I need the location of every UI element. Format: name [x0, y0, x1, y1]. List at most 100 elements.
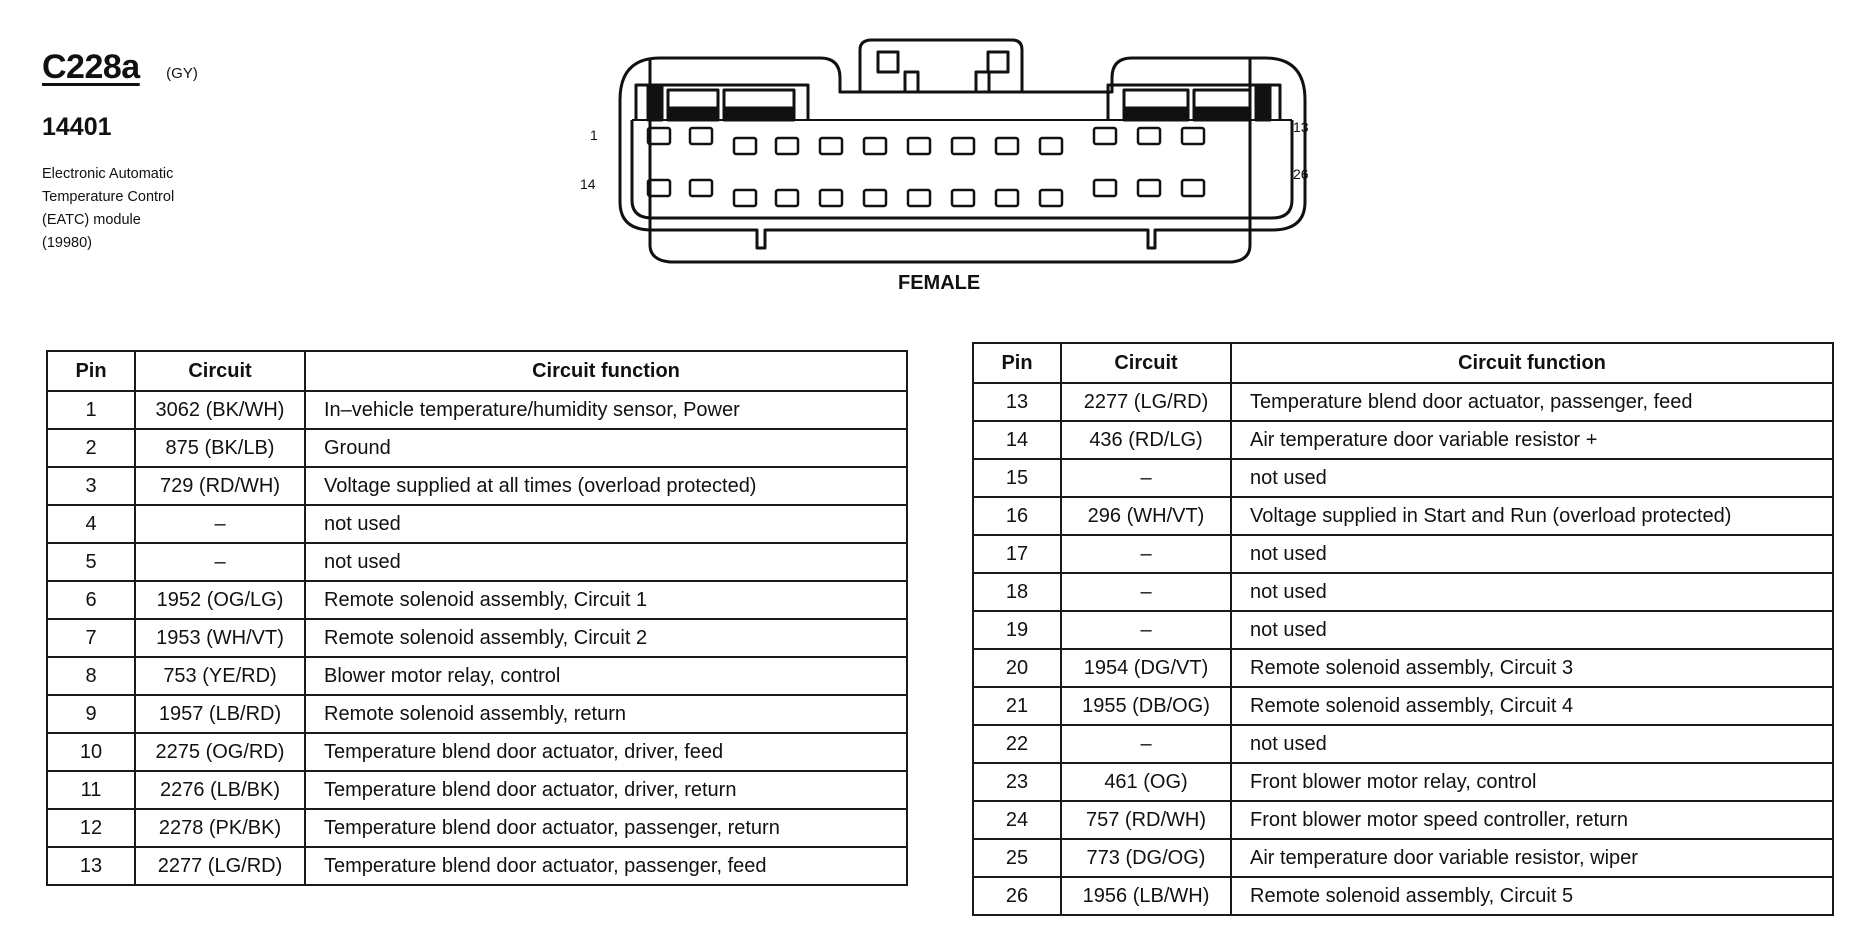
function-cell: Remote solenoid assembly, Circuit 1 — [304, 580, 908, 620]
table-row: 17–not used — [972, 534, 1834, 574]
pin-cell: 14 — [972, 420, 1062, 460]
pin-cell: 5 — [46, 542, 136, 582]
connector-gender-label: FEMALE — [898, 272, 981, 294]
circuit-cell: – — [1060, 610, 1232, 650]
connector-face-diagram — [618, 38, 1307, 264]
function-cell: not used — [1230, 458, 1834, 498]
header-circuit: Circuit — [134, 350, 306, 392]
function-cell: Voltage supplied at all times (overload … — [304, 466, 908, 506]
function-cell: Remote solenoid assembly, Circuit 2 — [304, 618, 908, 658]
pin-cell: 19 — [972, 610, 1062, 650]
connector-header: C228a (GY) — [42, 48, 198, 87]
description-line: (19980) — [42, 235, 92, 251]
circuit-cell: 773 (DG/OG) — [1060, 838, 1232, 878]
function-cell: Temperature blend door actuator, passeng… — [304, 808, 908, 848]
description-line: Electronic Automatic — [42, 166, 174, 182]
function-cell: Blower motor relay, control — [304, 656, 908, 696]
table-row: 4–not used — [46, 504, 908, 544]
circuit-cell: 1953 (WH/VT) — [134, 618, 306, 658]
function-cell: Front blower motor speed controller, ret… — [1230, 800, 1834, 840]
circuit-cell: – — [1060, 534, 1232, 574]
circuit-cell: 2277 (LG/RD) — [134, 846, 306, 886]
pin-cell: 13 — [972, 382, 1062, 422]
connector-id: C228a — [42, 48, 140, 86]
pin-cavities — [646, 126, 1206, 208]
function-cell: Ground — [304, 428, 908, 468]
function-cell: not used — [304, 542, 908, 582]
description-line: Temperature Control — [42, 189, 175, 205]
circuit-cell: 2275 (OG/RD) — [134, 732, 306, 772]
function-cell: Remote solenoid assembly, Circuit 5 — [1230, 876, 1834, 916]
part-number: 14401 — [42, 113, 112, 141]
circuit-cell: – — [134, 542, 306, 582]
function-cell: Air temperature door variable resistor + — [1230, 420, 1834, 460]
pin-cell: 10 — [46, 732, 136, 772]
table-row: 18–not used — [972, 572, 1834, 612]
top-latch — [858, 38, 1024, 92]
pin-cell: 23 — [972, 762, 1062, 802]
pin-cell: 25 — [972, 838, 1062, 878]
pin-cell: 22 — [972, 724, 1062, 764]
header-pin: Pin — [972, 342, 1062, 384]
description-line: (EATC) module — [42, 212, 141, 228]
function-cell: Front blower motor relay, control — [1230, 762, 1834, 802]
pin-cell: 13 — [46, 846, 136, 886]
circuit-cell: 2277 (LG/RD) — [1060, 382, 1232, 422]
circuit-cell: 2278 (PK/BK) — [134, 808, 306, 848]
function-cell: not used — [1230, 572, 1834, 612]
table-header-row: Pin Circuit Circuit function — [972, 342, 1834, 384]
function-cell: Temperature blend door actuator, passeng… — [1230, 382, 1834, 422]
function-cell: Temperature blend door actuator, passeng… — [304, 846, 908, 886]
function-cell: Voltage supplied in Start and Run (overl… — [1230, 496, 1834, 536]
circuit-cell: 436 (RD/LG) — [1060, 420, 1232, 460]
circuit-cell: 729 (RD/WH) — [134, 466, 306, 506]
function-cell: not used — [304, 504, 908, 544]
connector-color: (GY) — [166, 65, 198, 83]
header-function: Circuit function — [1230, 342, 1834, 384]
circuit-cell: 757 (RD/WH) — [1060, 800, 1232, 840]
pin-cell: 11 — [46, 770, 136, 810]
function-cell: Remote solenoid assembly, Circuit 4 — [1230, 686, 1834, 726]
circuit-cell: 461 (OG) — [1060, 762, 1232, 802]
function-cell: Air temperature door variable resistor, … — [1230, 838, 1834, 878]
pin-cell: 7 — [46, 618, 136, 658]
table-row: 22–not used — [972, 724, 1834, 764]
function-cell: not used — [1230, 724, 1834, 764]
pin-cell: 8 — [46, 656, 136, 696]
circuit-cell: – — [134, 504, 306, 544]
circuit-cell: – — [1060, 572, 1232, 612]
circuit-cell: 1954 (DG/VT) — [1060, 648, 1232, 688]
header-function: Circuit function — [304, 350, 908, 392]
pin-cell: 20 — [972, 648, 1062, 688]
function-cell: not used — [1230, 534, 1834, 574]
circuit-cell: 1952 (OG/LG) — [134, 580, 306, 620]
function-cell: Temperature blend door actuator, driver,… — [304, 732, 908, 772]
circuit-cell: 1955 (DB/OG) — [1060, 686, 1232, 726]
shroud-outline — [648, 58, 1252, 264]
pin-cell: 17 — [972, 534, 1062, 574]
circuit-cell: 1956 (LB/WH) — [1060, 876, 1232, 916]
function-cell: In–vehicle temperature/humidity sensor, … — [304, 390, 908, 430]
circuit-cell: 753 (YE/RD) — [134, 656, 306, 696]
circuit-cell: 3062 (BK/WH) — [134, 390, 306, 430]
pin-cell: 21 — [972, 686, 1062, 726]
circuit-cell: 2276 (LB/BK) — [134, 770, 306, 810]
pin-cell: 24 — [972, 800, 1062, 840]
header-pin: Pin — [46, 350, 136, 392]
pin-cell: 3 — [46, 466, 136, 506]
pin-label-top-left: 1 — [590, 127, 598, 143]
